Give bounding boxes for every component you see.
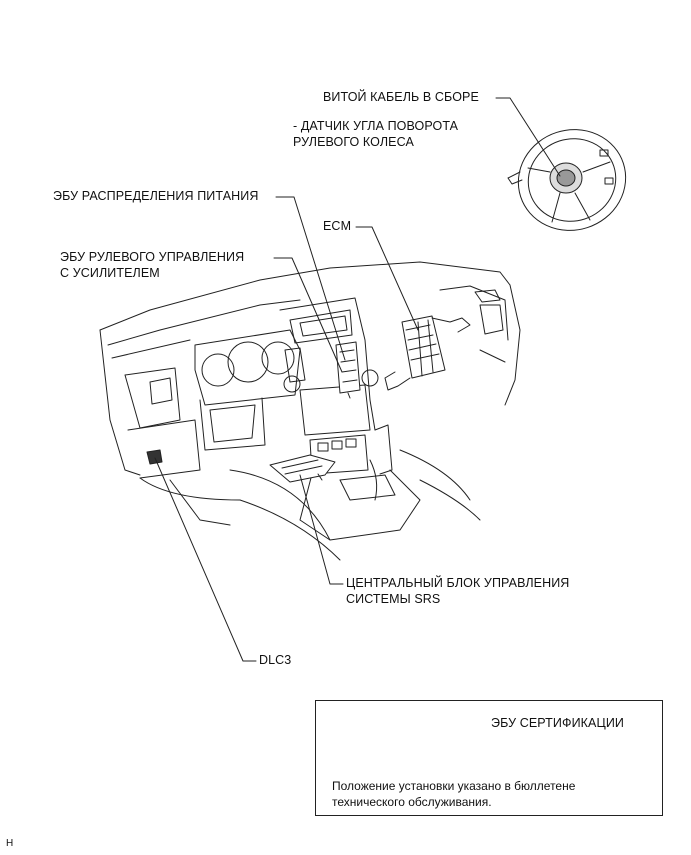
ecm-drawing bbox=[384, 315, 471, 391]
ecm-label: ECM bbox=[323, 219, 352, 233]
dlc3-drawing bbox=[146, 449, 163, 465]
eps-ecu-label-2: С УСИЛИТЕЛЕМ bbox=[60, 266, 160, 280]
certification-ecu-label: ЭБУ СЕРТИФИКАЦИИ bbox=[491, 716, 624, 730]
eps-ecu-label-1: ЭБУ РУЛЕВОГО УПРАВЛЕНИЯ bbox=[60, 250, 245, 264]
srs-unit-drawing bbox=[269, 454, 336, 483]
steering-angle-sensor-label-1: - ДАТЧИК УГЛА ПОВОРОТА bbox=[293, 119, 459, 133]
leader-lines bbox=[154, 97, 561, 662]
steering-wheel-drawing bbox=[507, 129, 627, 231]
srs-unit-label-2: СИСТЕМЫ SRS bbox=[346, 592, 441, 606]
corner-mark: H bbox=[6, 838, 14, 849]
note-line-2: технического обслуживания. bbox=[332, 795, 492, 809]
power-distribution-ecu-drawing bbox=[335, 341, 361, 399]
installation-note-box: ЭБУ СЕРТИФИКАЦИИ Положение установки ука… bbox=[315, 700, 663, 816]
dashboard-drawing bbox=[99, 261, 521, 561]
srs-unit-label-1: ЦЕНТРАЛЬНЫЙ БЛОК УПРАВЛЕНИЯ bbox=[346, 576, 570, 590]
dlc3-label: DLC3 bbox=[259, 653, 292, 667]
note-line-1: Положение установки указано в бюллетене bbox=[332, 779, 576, 793]
spiral-cable-label: ВИТОЙ КАБЕЛЬ В СБОРЕ bbox=[323, 90, 479, 104]
steering-angle-sensor-label-2: РУЛЕВОГО КОЛЕСА bbox=[293, 135, 414, 149]
power-distribution-ecu-label: ЭБУ РАСПРЕДЕЛЕНИЯ ПИТАНИЯ bbox=[53, 189, 259, 203]
